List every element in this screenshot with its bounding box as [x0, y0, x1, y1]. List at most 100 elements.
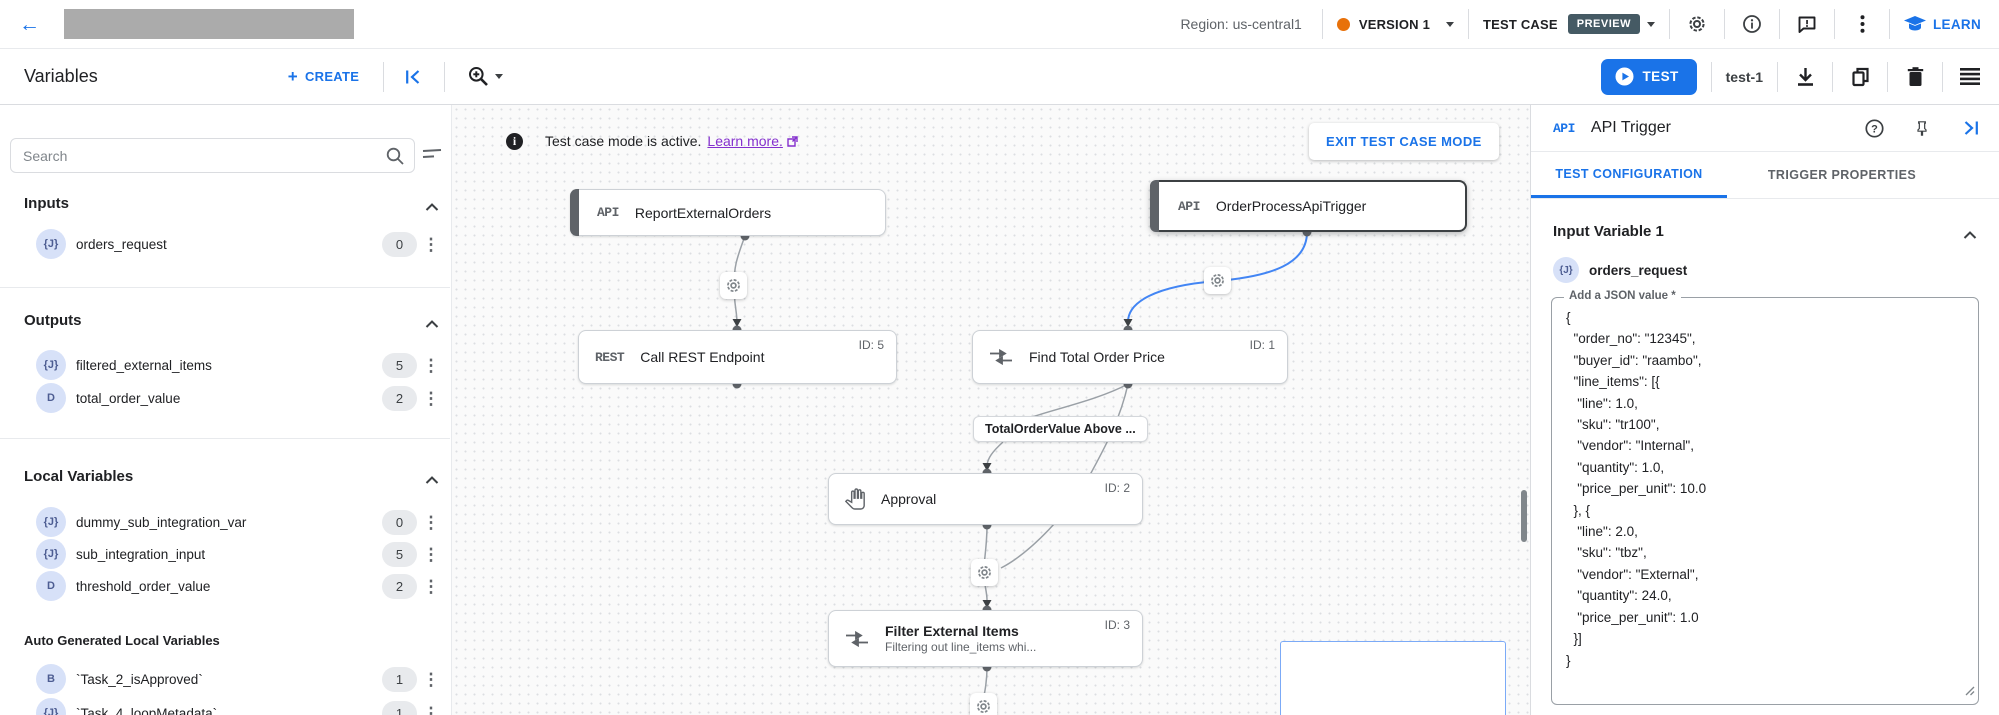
download-icon[interactable]: [1792, 64, 1818, 90]
rest-task-badge: REST: [595, 349, 625, 365]
edge-settings-gear-icon[interactable]: [971, 559, 998, 586]
variable-row[interactable]: B `Task_2_isApproved` 1 ⋮: [36, 663, 445, 695]
divider: [1777, 61, 1778, 92]
variable-row[interactable]: D threshold_order_value 2 ⋮: [36, 570, 445, 602]
variable-row[interactable]: {J} sub_integration_input 5 ⋮: [36, 538, 445, 570]
learn-more-link[interactable]: Learn more.: [707, 133, 783, 149]
usage-count-badge: 0: [382, 509, 417, 535]
json-value-input[interactable]: { "order_no": "12345", "buyer_id": "raam…: [1566, 310, 1707, 668]
execution-log-menu-icon[interactable]: [1957, 64, 1983, 90]
help-icon[interactable]: ?: [1861, 115, 1887, 141]
approval-hand-icon: [845, 488, 865, 510]
variable-row[interactable]: {J} dummy_sub_integration_var 0 ⋮: [36, 506, 445, 538]
node-approval[interactable]: Approval ID: 2: [828, 473, 1143, 525]
banner-text: Test case mode is active.: [545, 133, 702, 149]
panel-title: Variables: [24, 66, 98, 86]
create-label: CREATE: [304, 69, 360, 84]
chevron-up-icon[interactable]: [425, 198, 439, 216]
test-case-name[interactable]: test-1: [1725, 68, 1763, 85]
chevron-up-icon[interactable]: [425, 471, 439, 489]
chevron-up-icon[interactable]: [425, 315, 439, 333]
search-input[interactable]: [23, 147, 386, 164]
divider: [0, 287, 450, 288]
node-order-process-api-trigger[interactable]: API OrderProcessApiTrigger: [1150, 180, 1467, 232]
variable-name: threshold_order_value: [76, 578, 211, 594]
delete-trash-icon[interactable]: [1902, 64, 1928, 90]
more-options-icon[interactable]: ⋮: [422, 388, 440, 408]
chevron-up-icon[interactable]: [1963, 226, 1977, 244]
pin-icon[interactable]: [1909, 115, 1935, 141]
variable-row[interactable]: D total_order_value 2 ⋮: [36, 382, 445, 414]
node-id-label: ID: 3: [1104, 618, 1130, 632]
variable-search[interactable]: [10, 138, 415, 173]
variables-sidebar: Inputs {J} orders_request 0 ⋮ Outputs {J…: [0, 105, 452, 715]
usage-count-badge: 1: [382, 666, 417, 692]
settings-gear-icon[interactable]: [1684, 11, 1710, 37]
section-header-outputs: Outputs: [24, 312, 82, 329]
sort-icon[interactable]: [421, 147, 443, 165]
feedback-icon[interactable]: [1794, 11, 1820, 37]
more-options-icon[interactable]: [1849, 11, 1875, 37]
divider: [1724, 9, 1725, 39]
test-case-dropdown[interactable]: TEST CASE PREVIEW: [1483, 14, 1655, 34]
collapse-panel-icon[interactable]: [400, 64, 426, 90]
node-title: Call REST Endpoint: [640, 349, 765, 365]
variable-row[interactable]: {J} orders_request 0 ⋮: [36, 228, 445, 260]
more-options-icon[interactable]: ⋮: [422, 544, 440, 564]
test-button[interactable]: TEST: [1600, 58, 1697, 95]
divider: [1832, 61, 1833, 92]
divider: [1669, 9, 1670, 39]
more-options-icon[interactable]: ⋮: [422, 669, 440, 689]
node-call-rest-endpoint[interactable]: REST Call REST Endpoint ID: 5: [578, 330, 897, 384]
version-status-dot: [1336, 17, 1350, 31]
json-type-icon: {J}: [36, 507, 66, 537]
api-trigger-config-panel: API API Trigger ? TEST CONFIGURATION TRI…: [1530, 105, 1999, 715]
node-filter-external-items[interactable]: Filter External Items Filtering out line…: [828, 610, 1143, 667]
json-value-field[interactable]: Add a JSON value * { "order_no": "12345"…: [1551, 290, 1979, 705]
usage-count-badge: 2: [382, 573, 417, 599]
zoom-control-dropdown[interactable]: [463, 64, 507, 90]
edge-condition-label[interactable]: TotalOrderValue Above ...: [973, 416, 1148, 442]
collapse-panel-right-icon[interactable]: [1957, 115, 1983, 141]
node-id-label: ID: 1: [1249, 338, 1275, 352]
plus-icon: +: [287, 67, 298, 86]
panel-title: API Trigger: [1590, 119, 1671, 136]
copy-icon[interactable]: [1847, 64, 1873, 90]
test-button-label: TEST: [1642, 69, 1679, 84]
learn-link[interactable]: LEARN: [1904, 16, 1981, 32]
variable-row[interactable]: {J} filtered_external_items 5 ⋮: [36, 349, 445, 381]
back-arrow-icon[interactable]: ←: [19, 12, 40, 36]
variable-name: orders_request: [1589, 262, 1688, 278]
variable-row[interactable]: {J} `Task_4_loopMetadata` 1 ⋮: [36, 697, 445, 715]
exit-test-case-mode-button[interactable]: EXIT TEST CASE MODE: [1309, 123, 1499, 160]
tab-trigger-properties[interactable]: TRIGGER PROPERTIES: [1767, 168, 1917, 182]
node-find-total-order-price[interactable]: Find Total Order Price ID: 1: [972, 330, 1288, 384]
info-icon[interactable]: [1739, 11, 1765, 37]
edge-settings-gear-icon[interactable]: [1204, 267, 1231, 294]
integration-canvas[interactable]: i Test case mode is active. Learn more. …: [452, 105, 1530, 715]
info-icon: i: [506, 132, 523, 150]
more-options-icon[interactable]: ⋮: [422, 703, 440, 715]
double-type-icon: D: [36, 383, 66, 413]
divider: [1468, 9, 1469, 39]
tab-test-configuration[interactable]: TEST CONFIGURATION: [1531, 152, 1727, 198]
usage-count-badge: 2: [382, 385, 417, 411]
edge-settings-gear-icon[interactable]: [720, 272, 747, 299]
json-type-icon: {J}: [36, 229, 66, 259]
node-title: Approval: [881, 491, 937, 507]
test-case-label: TEST CASE: [1483, 16, 1558, 32]
usage-count-badge: 5: [382, 352, 417, 378]
resize-handle-icon[interactable]: [1965, 683, 1975, 701]
top-app-bar: ← Region: us-central1 VERSION 1 TEST CAS…: [0, 0, 1999, 49]
json-type-icon: {J}: [1553, 257, 1579, 283]
version-dropdown[interactable]: VERSION 1: [1336, 17, 1454, 32]
more-options-icon[interactable]: ⋮: [422, 576, 440, 596]
canvas-vertical-scrollbar[interactable]: [1521, 490, 1527, 542]
edge-settings-gear-icon[interactable]: [970, 693, 997, 715]
more-options-icon[interactable]: ⋮: [422, 234, 440, 254]
node-report-external-orders-trigger[interactable]: API ReportExternalOrders: [570, 189, 886, 236]
more-options-icon[interactable]: ⋮: [422, 355, 440, 375]
node-id-label: ID: 2: [1104, 481, 1130, 495]
create-variable-button[interactable]: + CREATE: [288, 68, 360, 85]
more-options-icon[interactable]: ⋮: [422, 512, 440, 532]
